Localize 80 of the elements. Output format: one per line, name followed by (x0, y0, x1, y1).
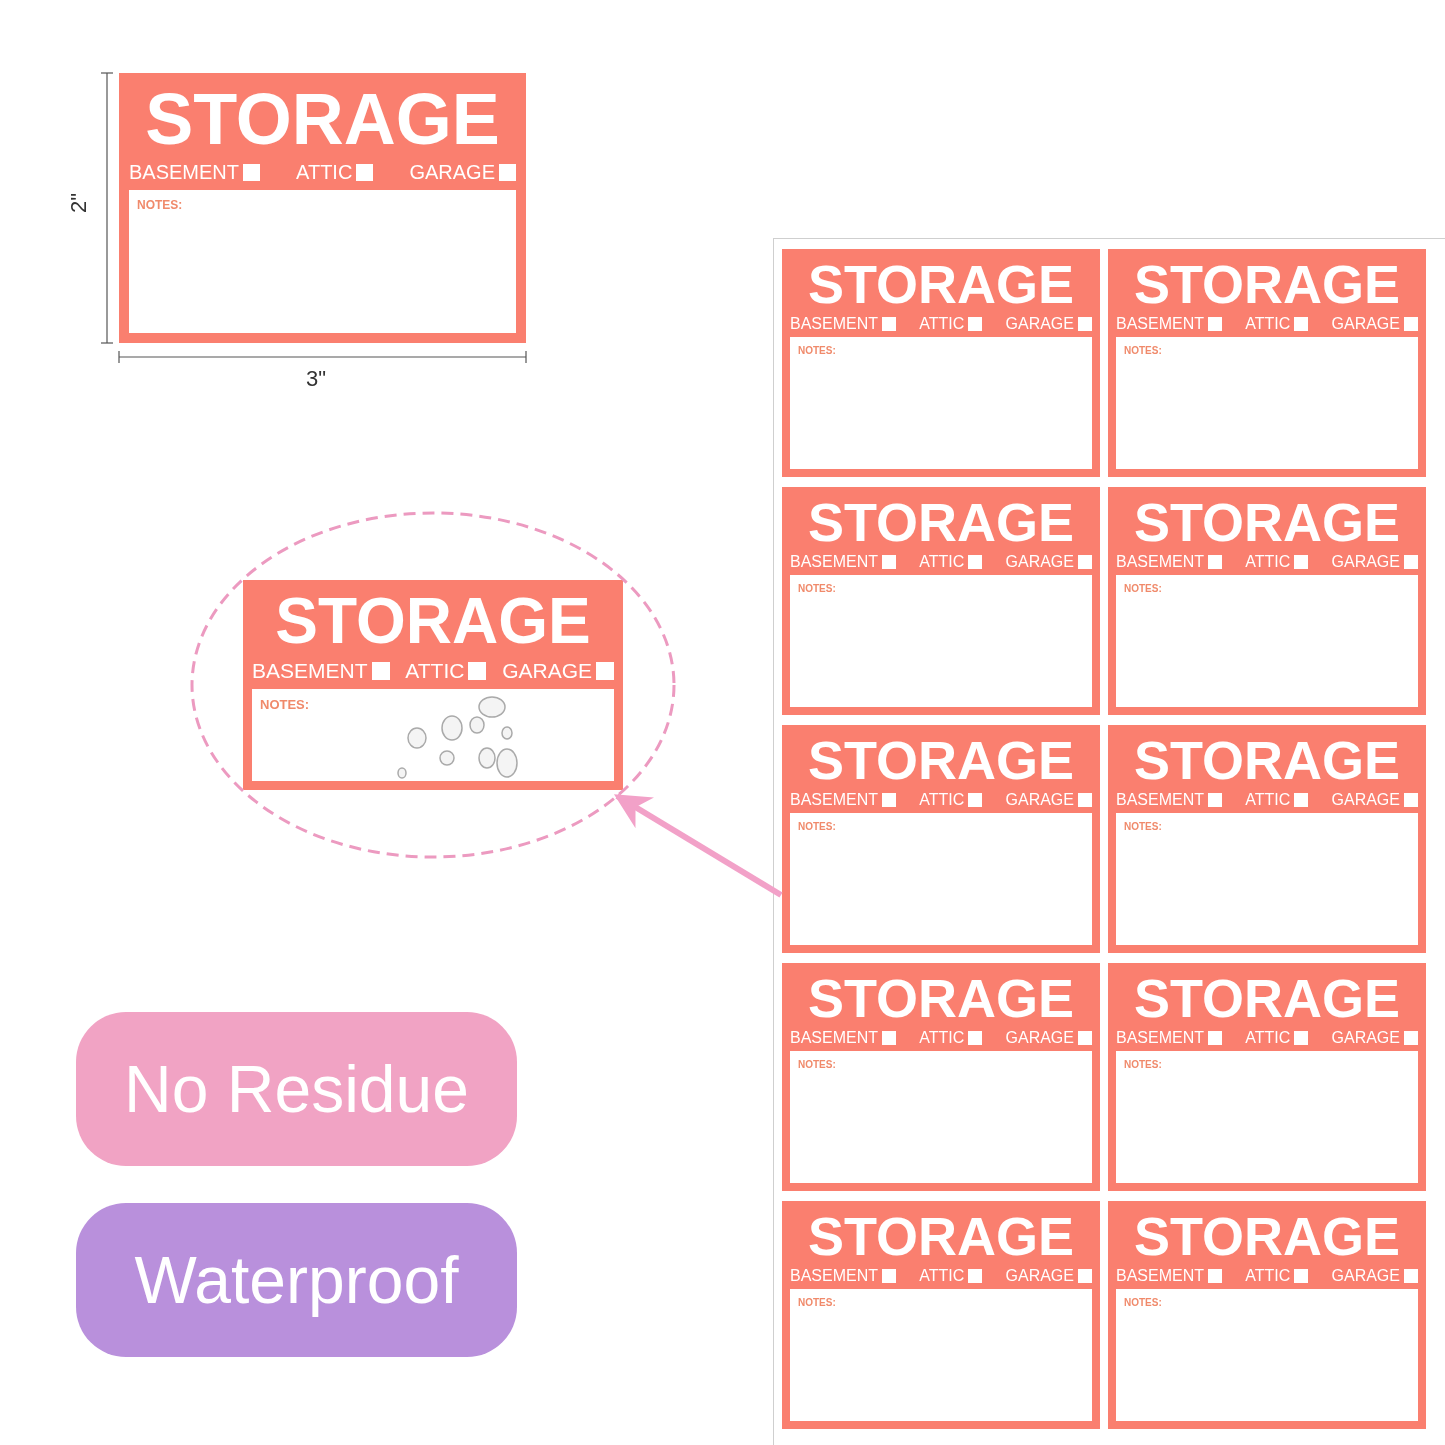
option-label: GARAGE (1331, 553, 1400, 571)
option-label: ATTIC (919, 791, 965, 809)
option-label: ATTIC (919, 1267, 965, 1285)
option-label: BASEMENT (252, 659, 368, 683)
notes-label: NOTES: (260, 697, 310, 712)
option-label: ATTIC (919, 1029, 965, 1047)
option-label: GARAGE (1005, 791, 1074, 809)
storage-label-card (1108, 249, 1426, 477)
label-title: STORAGE (807, 1209, 1074, 1263)
notes-label: NOTES: (1124, 1059, 1162, 1070)
option-label: GARAGE (1005, 553, 1074, 571)
notes-label: NOTES: (798, 1297, 836, 1308)
option-label: BASEMENT (1116, 1029, 1204, 1047)
option-label: ATTIC (405, 659, 465, 683)
option-label: BASEMENT (129, 161, 240, 184)
option-label: GARAGE (502, 659, 592, 683)
option-label: GARAGE (1331, 791, 1400, 809)
feature-badge (76, 1012, 517, 1166)
label-title: STORAGE (1133, 495, 1400, 549)
label-title: STORAGE (1133, 733, 1400, 787)
option-label: GARAGE (409, 161, 495, 184)
option-label: ATTIC (1245, 553, 1291, 571)
notes-label: NOTES: (1124, 821, 1162, 832)
option-label: ATTIC (1245, 1029, 1291, 1047)
notes-label: NOTES: (798, 821, 836, 832)
option-label: BASEMENT (1116, 315, 1204, 333)
storage-label-card (1108, 1201, 1426, 1429)
option-label: BASEMENT (1116, 1267, 1204, 1285)
option-label: ATTIC (919, 315, 965, 333)
label-title: STORAGE (145, 83, 500, 155)
magnified-label-card (243, 580, 623, 790)
option-label: BASEMENT (1116, 553, 1204, 571)
dimension-label: 3" (306, 366, 327, 392)
option-label: ATTIC (296, 161, 353, 184)
label-title: STORAGE (1133, 971, 1400, 1025)
option-label: BASEMENT (790, 791, 878, 809)
notes-label: NOTES: (798, 1059, 836, 1070)
label-sheet (773, 238, 1445, 1445)
notes-label: NOTES: (1124, 1297, 1162, 1308)
option-label: GARAGE (1331, 1029, 1400, 1047)
label-title: STORAGE (1133, 257, 1400, 311)
label-title: STORAGE (807, 971, 1074, 1025)
notes-label: NOTES: (798, 583, 836, 594)
option-label: ATTIC (1245, 1267, 1291, 1285)
feature-badge (76, 1203, 517, 1357)
storage-label-card (119, 73, 526, 343)
notes-label: NOTES: (798, 345, 836, 356)
option-label: BASEMENT (790, 1029, 878, 1047)
storage-label-card (782, 249, 1100, 477)
storage-label-card (782, 725, 1100, 953)
option-label: GARAGE (1331, 1267, 1400, 1285)
label-title: STORAGE (807, 495, 1074, 549)
storage-label-card (1108, 725, 1426, 953)
storage-label-card (782, 963, 1100, 1191)
option-label: BASEMENT (790, 553, 878, 571)
storage-label-card (782, 487, 1100, 715)
label-title: STORAGE (807, 257, 1074, 311)
arrow (613, 793, 783, 898)
storage-label-card (782, 1201, 1100, 1429)
option-label: GARAGE (1005, 1029, 1074, 1047)
feature-text: Waterproof (134, 1242, 459, 1318)
storage-label-card (1108, 963, 1426, 1191)
label-title: STORAGE (275, 589, 591, 653)
notes-label: NOTES: (1124, 345, 1162, 356)
notes-label: NOTES: (1124, 583, 1162, 594)
option-label: GARAGE (1005, 1267, 1074, 1285)
feature-text: No Residue (124, 1051, 469, 1127)
option-label: ATTIC (1245, 315, 1291, 333)
storage-label-card (1108, 487, 1426, 715)
option-label: GARAGE (1005, 315, 1074, 333)
dimension-label: 2" (66, 193, 92, 214)
label-title: STORAGE (1133, 1209, 1400, 1263)
option-label: BASEMENT (1116, 791, 1204, 809)
notes-label: NOTES: (137, 198, 183, 212)
label-title: STORAGE (807, 733, 1074, 787)
option-label: BASEMENT (790, 1267, 878, 1285)
option-label: ATTIC (919, 553, 965, 571)
option-label: GARAGE (1331, 315, 1400, 333)
option-label: ATTIC (1245, 791, 1291, 809)
option-label: BASEMENT (790, 315, 878, 333)
